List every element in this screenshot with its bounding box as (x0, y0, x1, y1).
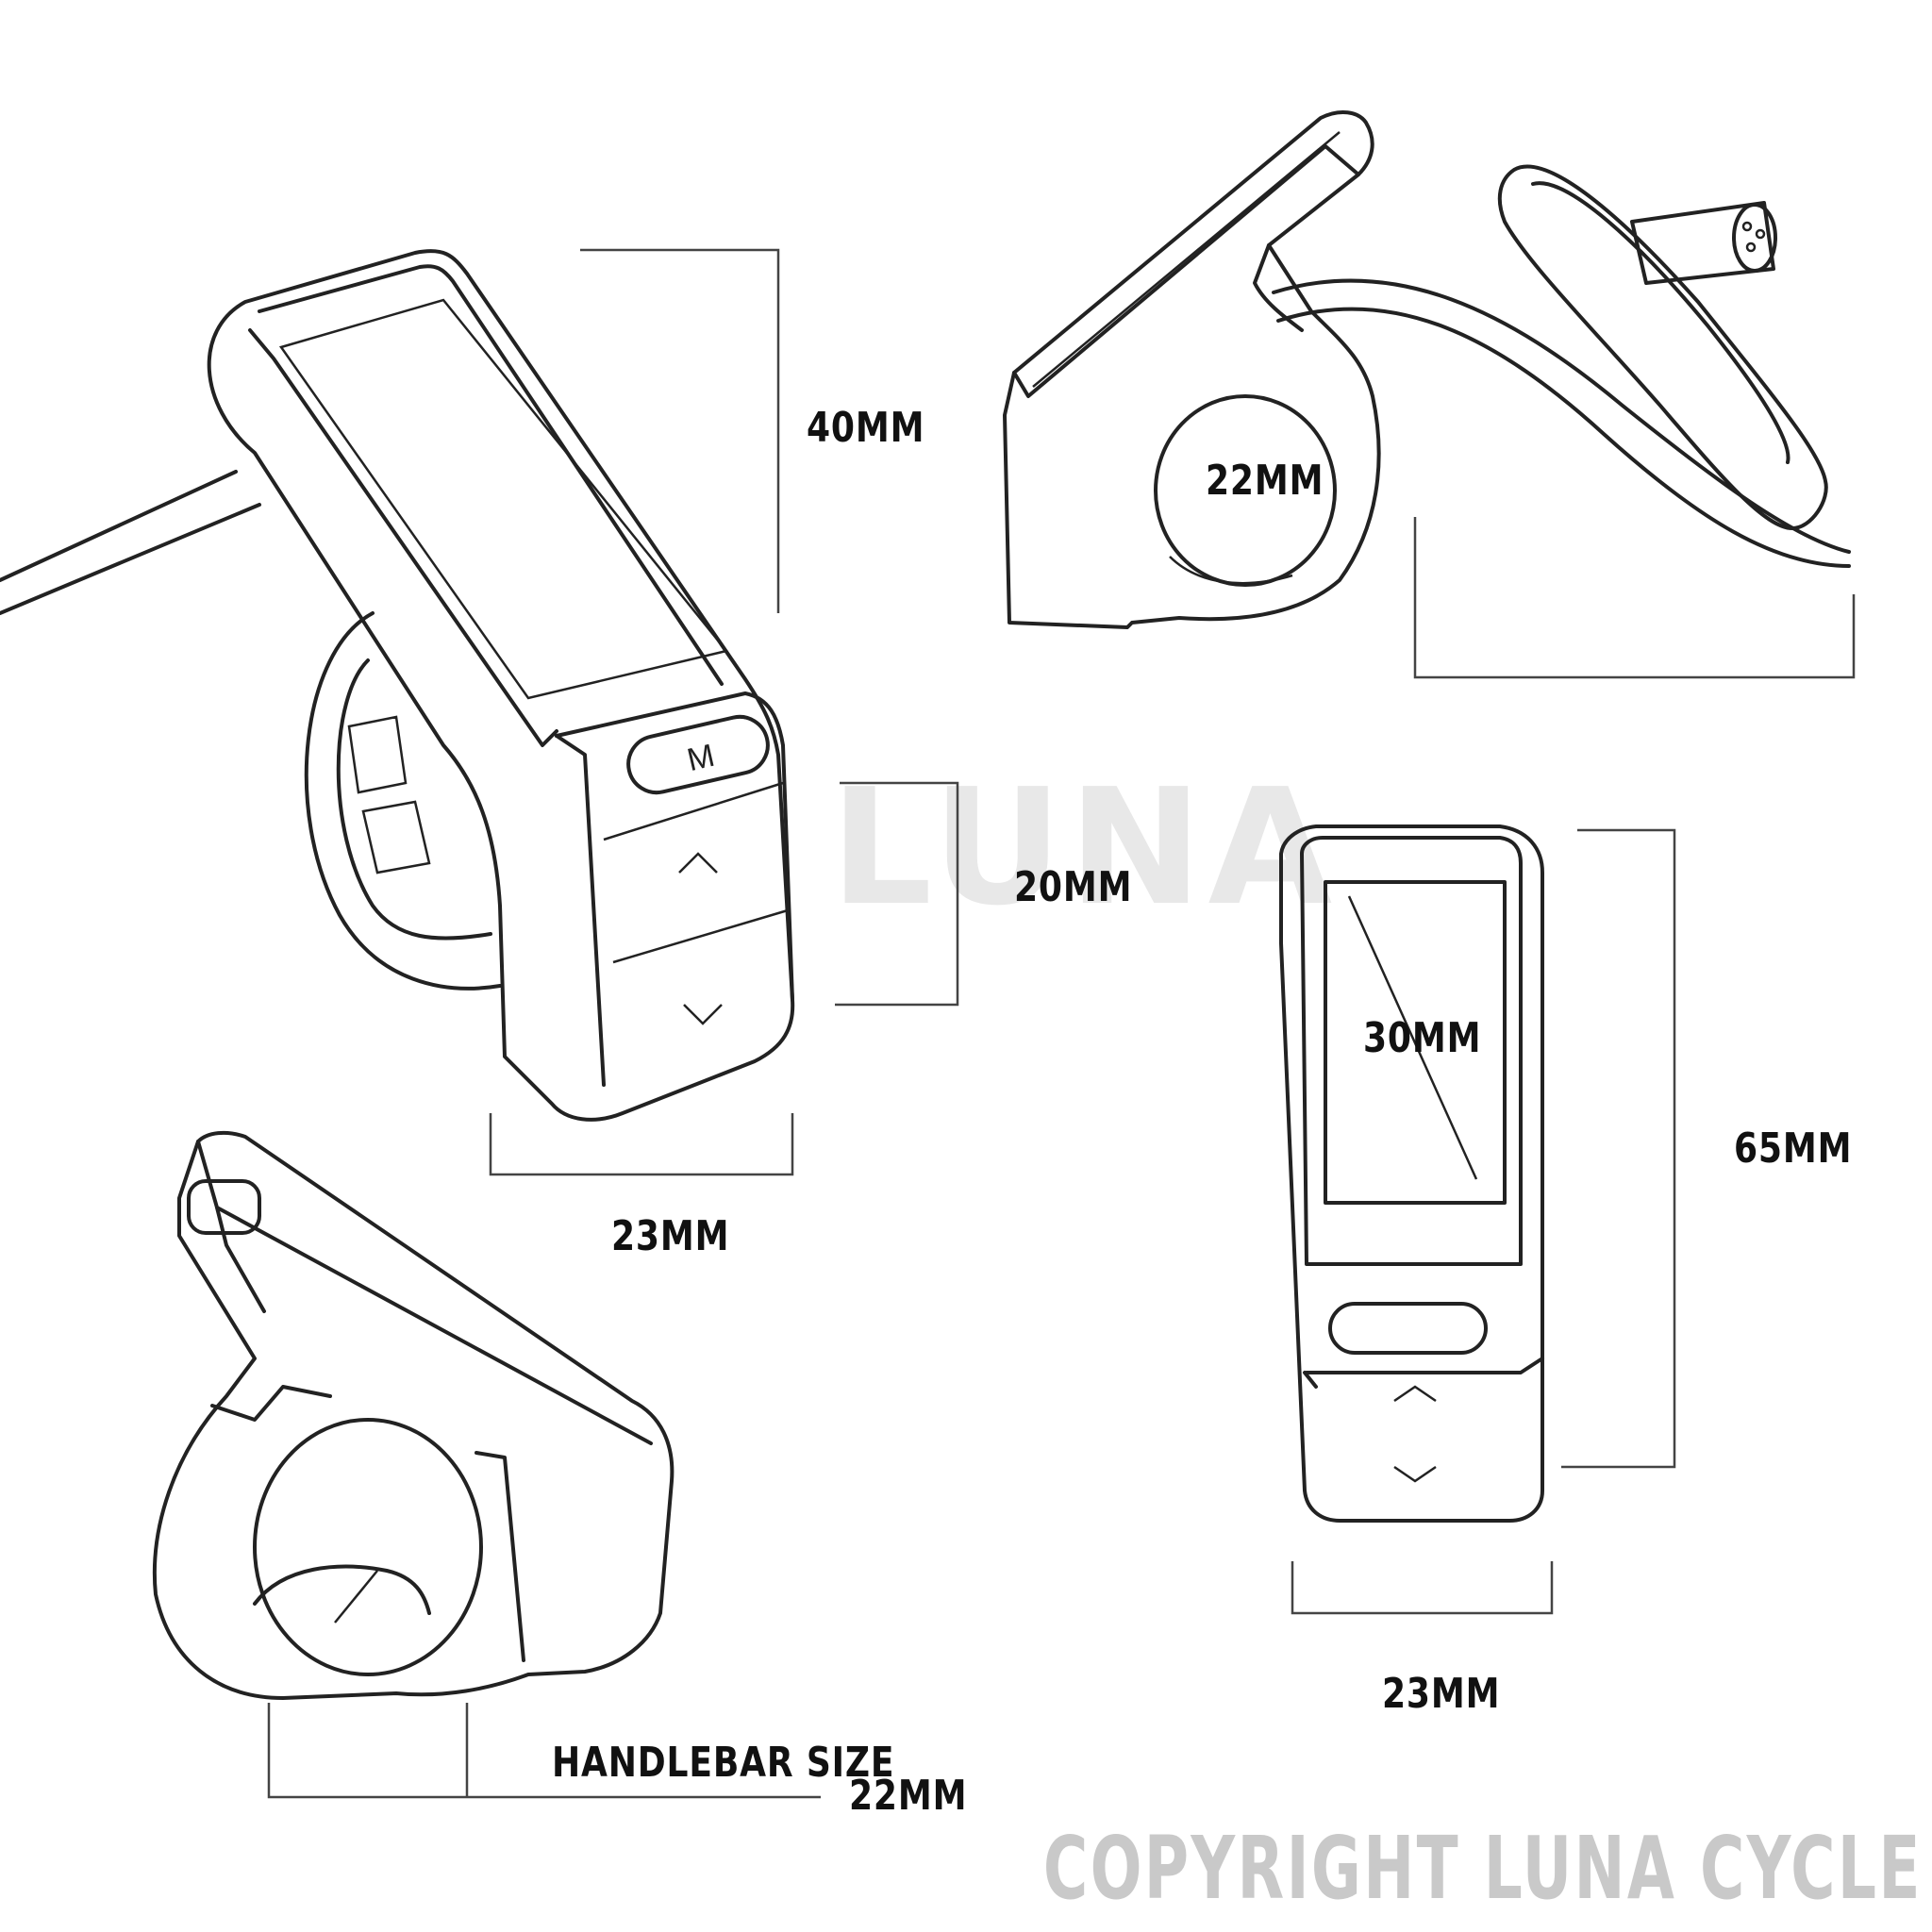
dim-bracket-handlebar (267, 1703, 821, 1799)
dim-bracket-23mm-left (489, 1113, 794, 1176)
dim-bracket-65mm (1561, 828, 1676, 1469)
mode-button-label: M (684, 738, 718, 778)
display-angled-view (0, 249, 795, 1122)
display-clamp-view (152, 1130, 675, 1700)
mode-button: M (684, 738, 718, 778)
dim-label-30mm: 30MM (1363, 1014, 1482, 1062)
dim-bracket-side (1413, 517, 1856, 679)
dim-label-22mm-clamp: 22MM (1206, 457, 1324, 505)
luna-watermark: LUNA (830, 755, 1339, 941)
dim-label-23mm-left: 23MM (611, 1212, 730, 1260)
dim-label-65mm: 65MM (1734, 1124, 1853, 1173)
display-front-view (1279, 824, 1544, 1523)
display-side-view (1003, 110, 1851, 629)
dim-bracket-20mm (835, 781, 959, 1007)
dim-label-22mm-handlebar: 22MM (849, 1772, 968, 1820)
copyright-text: COPYRIGHT LUNA CYCLE (1043, 1818, 1923, 1919)
dim-bracket-40mm (580, 248, 780, 613)
dim-label-40mm: 40MM (807, 404, 925, 452)
dim-label-20mm: 20MM (1014, 863, 1133, 911)
handlebar-size-label: HANDLEBAR SIZE (552, 1739, 895, 1787)
dim-bracket-23mm-right (1291, 1561, 1554, 1615)
dim-label-23mm-right: 23MM (1382, 1670, 1501, 1718)
